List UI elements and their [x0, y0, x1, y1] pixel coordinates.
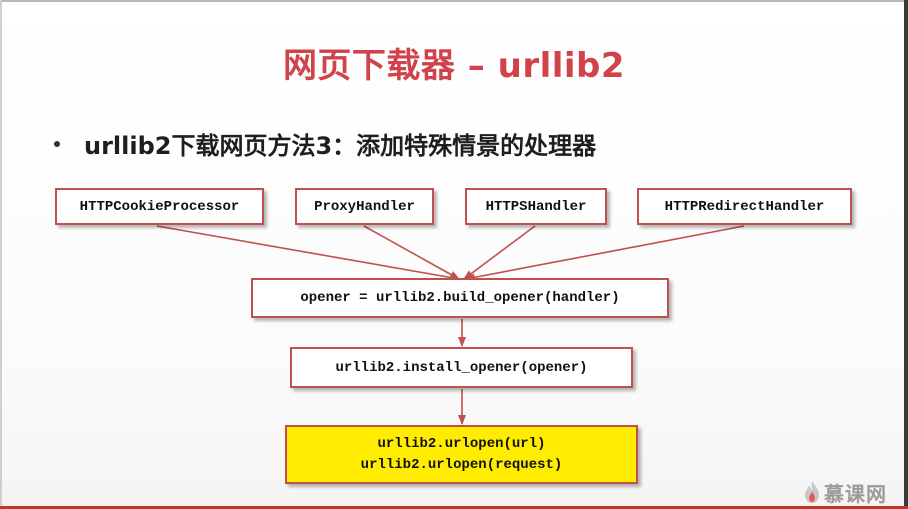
bullet-point: urllib2下载网页方法3：添加特殊情景的处理器 [54, 126, 596, 161]
arrow-proxy-to-build [363, 225, 460, 280]
handler-box-https: HTTPSHandler [465, 188, 607, 225]
bullet-dot-icon [54, 141, 60, 147]
arrow-cookie-to-build [156, 225, 460, 282]
frame-top-border [0, 0, 908, 2]
urlopen-request-line: urllib2.urlopen(request) [360, 456, 563, 473]
handler-box-redirect: HTTPRedirectHandler [637, 188, 852, 225]
bullet-text: urllib2下载网页方法3：添加特殊情景的处理器 [84, 132, 597, 160]
slide-title: 网页下载器 – urllib2 [282, 46, 626, 86]
arrow-https-to-build [463, 225, 536, 280]
handler-box-cookie-processor: HTTPCookieProcessor [55, 188, 264, 225]
flame-icon [805, 481, 819, 503]
bottom-accent-bar [0, 506, 908, 509]
install-opener-box: urllib2.install_opener(opener) [290, 347, 633, 388]
urlopen-url-line: urllib2.urlopen(url) [377, 435, 546, 452]
urlopen-box: urllib2.urlopen(url) urllib2.urlopen(req… [285, 425, 638, 484]
arrow-redirect-to-build [465, 225, 745, 282]
handler-box-proxy: ProxyHandler [295, 188, 434, 225]
build-opener-box: opener = urllib2.build_opener(handler) [251, 278, 669, 318]
logo-text: 慕课网 [824, 481, 887, 506]
frame-left-border [0, 0, 2, 509]
imooc-logo: 慕课网 [804, 478, 887, 506]
frame-right-border [904, 0, 908, 509]
